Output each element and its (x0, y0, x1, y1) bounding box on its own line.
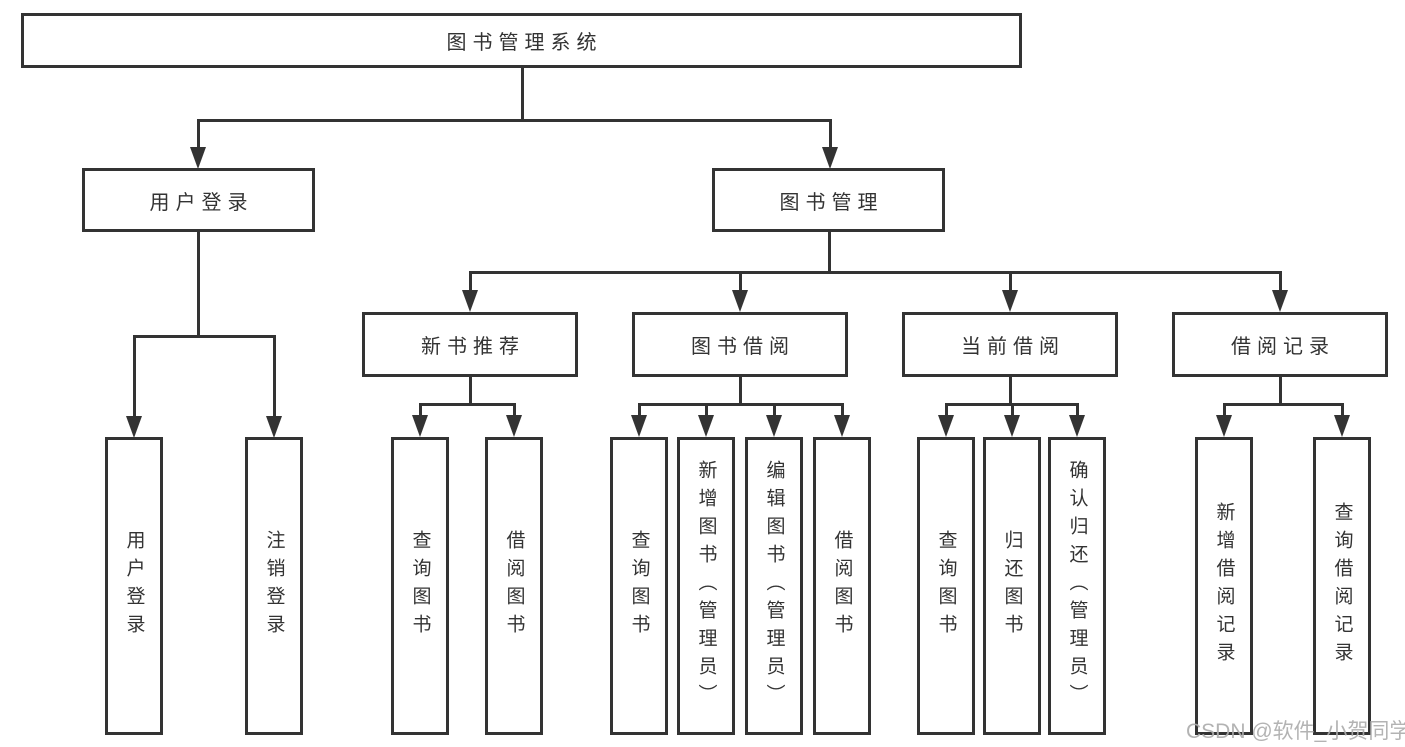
node-add-book-admin: 新增图书（管理员） (677, 437, 735, 735)
connector-drop (513, 403, 516, 417)
connector-records-rail (1223, 403, 1344, 406)
connector-book-mgmt-trunk (828, 232, 831, 273)
connector-drop (197, 119, 200, 150)
connector-drop (1009, 271, 1012, 293)
connector-drop (469, 271, 472, 293)
connector-drop (945, 403, 948, 417)
node-user-login-leaf: 用户登录 (105, 437, 163, 735)
connector-drop (1341, 403, 1344, 417)
connector-root-trunk (521, 68, 524, 120)
connector-borrowing-trunk (739, 377, 742, 405)
connector-borrowing-rail (638, 403, 844, 406)
node-user-login: 用户登录 (82, 168, 315, 232)
arrow-down-icon (462, 290, 478, 312)
node-book-borrowing: 图书借阅 (632, 312, 848, 377)
arrow-down-icon (1272, 290, 1288, 312)
node-query-borrow-record: 查询借阅记录 (1313, 437, 1371, 735)
arrow-down-icon (1069, 415, 1085, 437)
connector-drop (739, 271, 742, 293)
arrow-down-icon (266, 416, 282, 438)
node-borrow-books-borrowing: 借阅图书 (813, 437, 871, 735)
arrow-down-icon (1216, 415, 1232, 437)
connector-drop (273, 335, 276, 418)
node-borrow-books-recommend: 借阅图书 (485, 437, 543, 735)
connector-drop (419, 403, 422, 417)
connector-drop (133, 335, 136, 418)
connector-drop (773, 403, 776, 417)
node-new-book-recommend: 新书推荐 (362, 312, 578, 377)
connector-root-rail (197, 119, 832, 122)
arrow-down-icon (506, 415, 522, 437)
connector-current-trunk (1009, 377, 1012, 405)
arrow-down-icon (766, 415, 782, 437)
arrow-down-icon (412, 415, 428, 437)
connector-drop (841, 403, 844, 417)
node-query-books-current: 查询图书 (917, 437, 975, 735)
arrow-down-icon (698, 415, 714, 437)
node-current-borrowing: 当前借阅 (902, 312, 1118, 377)
arrow-down-icon (631, 415, 647, 437)
arrow-down-icon (822, 147, 838, 169)
arrow-down-icon (732, 290, 748, 312)
node-logout: 注销登录 (245, 437, 303, 735)
arrow-down-icon (1002, 290, 1018, 312)
connector-drop (829, 119, 832, 150)
connector-drop (1279, 271, 1282, 293)
connector-drop (1223, 403, 1226, 417)
connector-drop (1076, 403, 1079, 417)
connector-drop (705, 403, 708, 417)
node-query-books-borrowing: 查询图书 (610, 437, 668, 735)
connector-recommend-rail (419, 403, 516, 406)
arrow-down-icon (1004, 415, 1020, 437)
connector-book-mgmt-rail (469, 271, 1282, 274)
connector-drop (1011, 403, 1014, 417)
node-edit-book-admin: 编辑图书（管理员） (745, 437, 803, 735)
node-borrowing-records: 借阅记录 (1172, 312, 1388, 377)
arrow-down-icon (938, 415, 954, 437)
node-book-management: 图书管理 (712, 168, 945, 232)
node-add-borrow-record: 新增借阅记录 (1195, 437, 1253, 735)
csdn-watermark: CSDN @软件_小贺同学 (1186, 720, 1405, 743)
arrow-down-icon (1334, 415, 1350, 437)
arrow-down-icon (190, 147, 206, 169)
node-query-books-recommend: 查询图书 (391, 437, 449, 735)
arrow-down-icon (834, 415, 850, 437)
connector-user-login-trunk (197, 232, 200, 337)
node-return-book: 归还图书 (983, 437, 1041, 735)
node-root: 图书管理系统 (21, 13, 1022, 68)
node-confirm-return-admin: 确认归还（管理员） (1048, 437, 1106, 735)
connector-drop (638, 403, 641, 417)
connector-recommend-trunk (469, 377, 472, 405)
arrow-down-icon (126, 416, 142, 438)
connector-user-login-rail (133, 335, 276, 338)
connector-records-trunk (1279, 377, 1282, 405)
